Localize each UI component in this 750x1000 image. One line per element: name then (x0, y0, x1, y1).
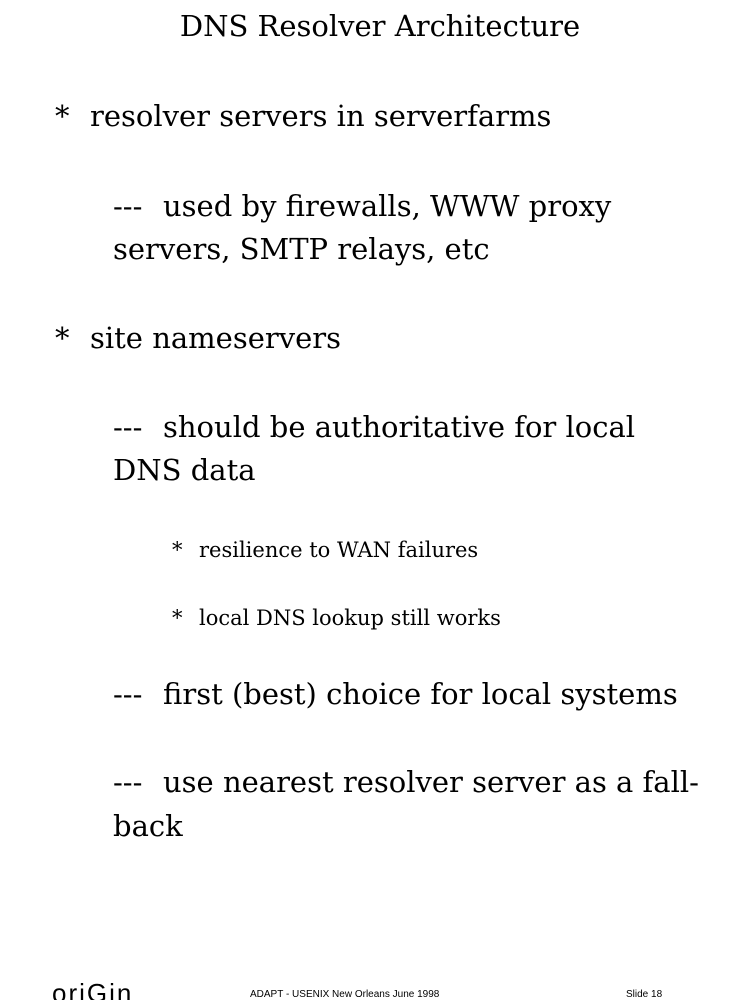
sub-text-line: used by firewalls, WWW proxy (163, 189, 612, 223)
dash-marker: --- (113, 765, 143, 799)
dash-marker: --- (113, 677, 143, 711)
subbullet-marker: * (172, 538, 183, 562)
bullet-marker: * (55, 321, 70, 355)
sub-text-line: should be authoritative for local (163, 410, 636, 444)
dash-marker: --- (113, 189, 143, 223)
bullet-text: resolver servers in serverfarms (90, 99, 552, 133)
subbullet-text: local DNS lookup still works (199, 606, 501, 630)
sub-text-line: first (best) choice for local systems (163, 677, 678, 711)
subbullet-text: resilience to WAN failures (199, 538, 479, 562)
sub-text-line: use nearest resolver server as a fall- (163, 765, 699, 799)
slide-number: Slide 18 (626, 989, 663, 1000)
dash-marker: --- (113, 410, 143, 444)
bullet-marker: * (55, 99, 70, 133)
sub-text-line: back (113, 809, 183, 843)
sub-text-line: servers, SMTP relays, etc (113, 232, 490, 266)
bullet-text: site nameservers (90, 321, 342, 355)
slide-title: DNS Resolver Architecture (179, 9, 581, 43)
sub-text-line: DNS data (113, 453, 256, 487)
subbullet-marker: * (172, 606, 183, 630)
origin-logo: oriGin (52, 978, 134, 1000)
footer-event: ADAPT - USENIX New Orleans June 1998 (250, 989, 440, 1000)
